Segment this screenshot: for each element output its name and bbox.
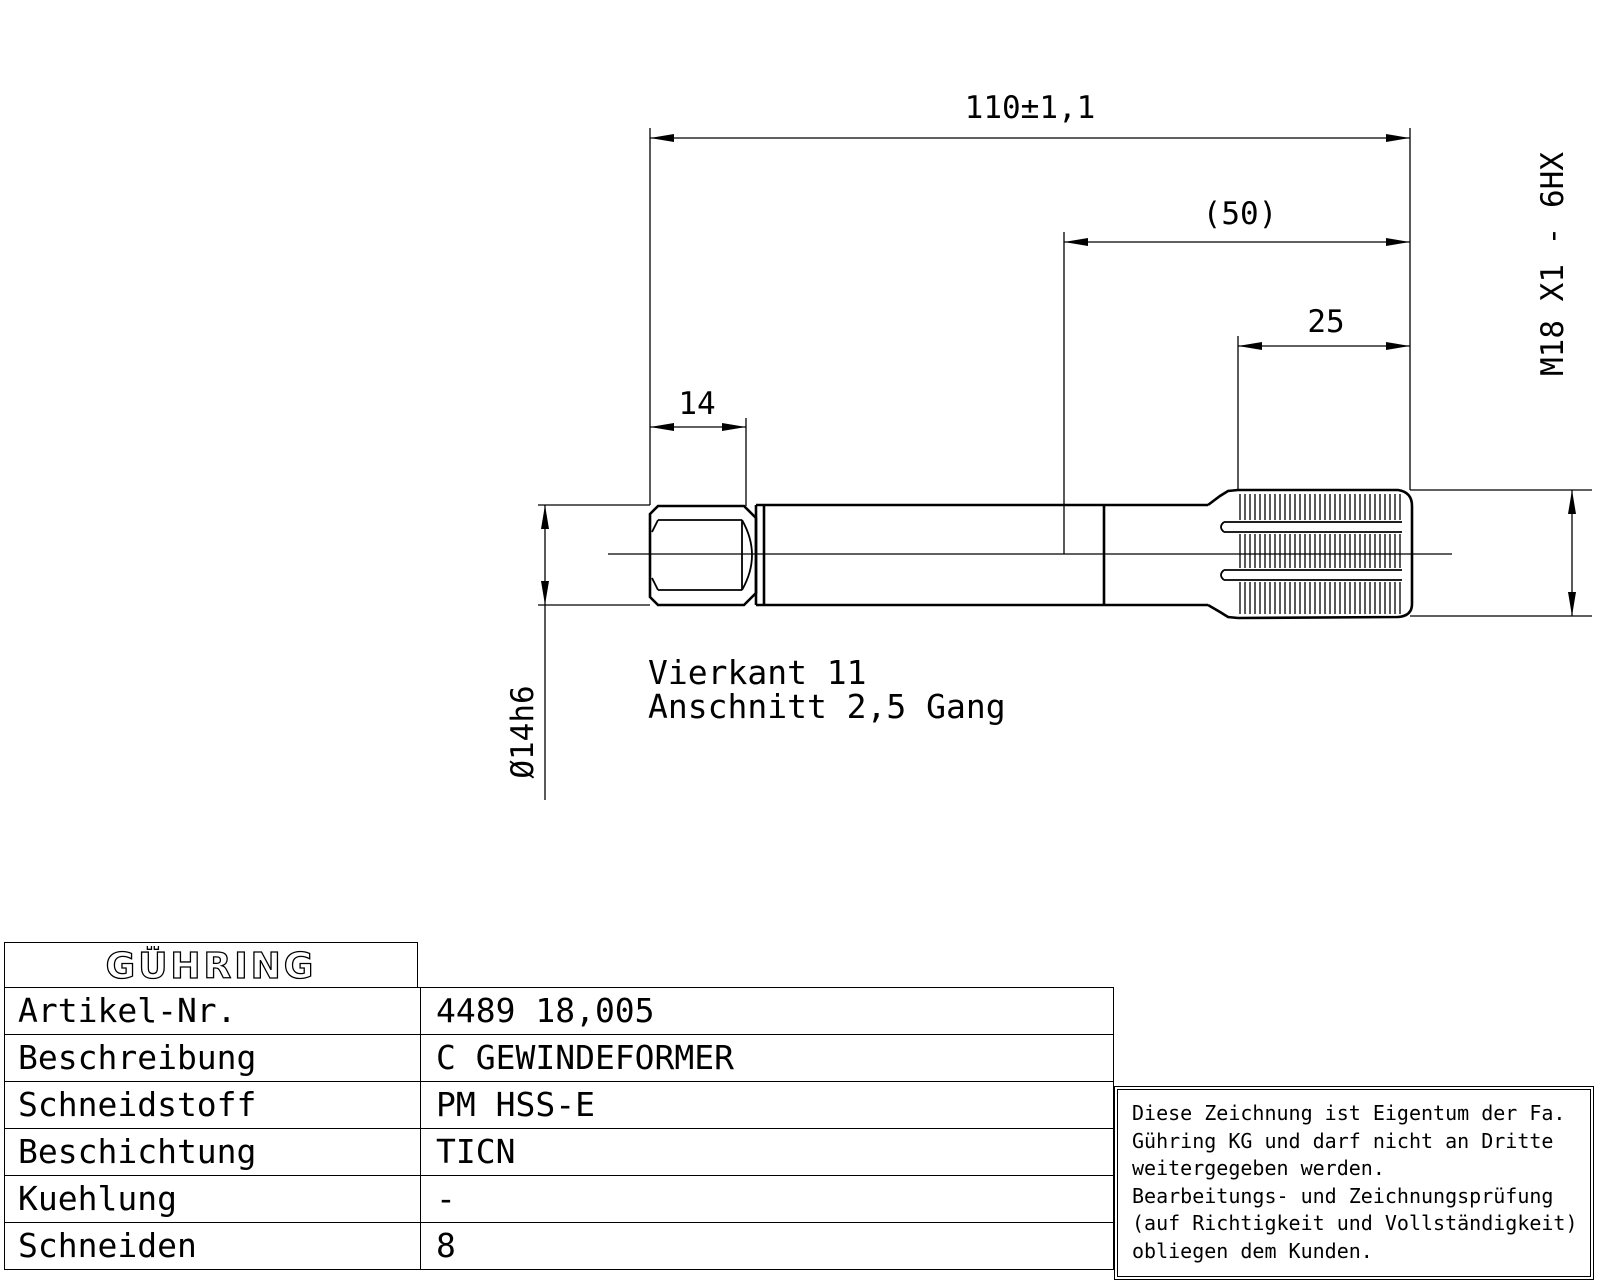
- dim-overall-length: 110±1,1: [965, 90, 1096, 126]
- extension-lines: [538, 128, 1592, 617]
- value-material: PM HSS-E: [420, 1081, 1114, 1129]
- spec-table: Artikel-Nr. 4489 18,005 Beschreibung C G…: [4, 987, 1114, 1270]
- label-article-number: Artikel-Nr.: [4, 987, 421, 1035]
- note-chamfer: Anschnitt 2,5 Gang: [648, 687, 1006, 726]
- guehring-logo: GÜHRING: [105, 946, 317, 984]
- tool-outline: [648, 488, 1414, 620]
- label-flutes: Schneiden: [4, 1222, 421, 1270]
- spec-row-flutes: Schneiden 8: [4, 1222, 1114, 1270]
- logo-text: GÜHRING: [106, 946, 317, 984]
- arrowheads: [541, 134, 1576, 616]
- spec-row-description: Beschreibung C GEWINDEFORMER: [4, 1034, 1114, 1082]
- label-coating: Beschichtung: [4, 1128, 421, 1176]
- technical-drawing: 110±1,1 (50) 25 14 M18 X1 - 6HX Ø14h6 Vi…: [505, 90, 1592, 800]
- spec-row-cooling: Kuehlung -: [4, 1175, 1114, 1223]
- note-square: Vierkant 11: [648, 653, 867, 692]
- spec-row-article-number: Artikel-Nr. 4489 18,005: [4, 987, 1114, 1035]
- ownership-notice-text: Diese Zeichnung ist Eigentum der Fa. Güh…: [1117, 1089, 1591, 1277]
- label-description: Beschreibung: [4, 1034, 421, 1082]
- title-block: GÜHRING Artikel-Nr. 4489 18,005 Beschrei…: [4, 942, 1116, 1280]
- label-cooling: Kuehlung: [4, 1175, 421, 1223]
- value-cooling: -: [420, 1175, 1114, 1223]
- dim-thread-length: 25: [1307, 304, 1344, 340]
- dim-thread-spec: M18 X1 - 6HX: [1535, 152, 1571, 376]
- company-logo-cell: GÜHRING: [4, 942, 418, 988]
- spec-row-coating: Beschichtung TICN: [4, 1128, 1114, 1176]
- value-coating: TICN: [420, 1128, 1114, 1176]
- dim-square-length: 14: [678, 386, 715, 422]
- value-article-number: 4489 18,005: [420, 987, 1114, 1035]
- spec-row-material: Schneidstoff PM HSS-E: [4, 1081, 1114, 1129]
- value-description: C GEWINDEFORMER: [420, 1034, 1114, 1082]
- value-flutes: 8: [420, 1222, 1114, 1270]
- dim-shank-diameter: Ø14h6: [505, 685, 541, 778]
- ownership-notice-box: Diese Zeichnung ist Eigentum der Fa. Güh…: [1114, 1086, 1594, 1280]
- label-material: Schneidstoff: [4, 1081, 421, 1129]
- dim-reference-length: (50): [1203, 196, 1278, 232]
